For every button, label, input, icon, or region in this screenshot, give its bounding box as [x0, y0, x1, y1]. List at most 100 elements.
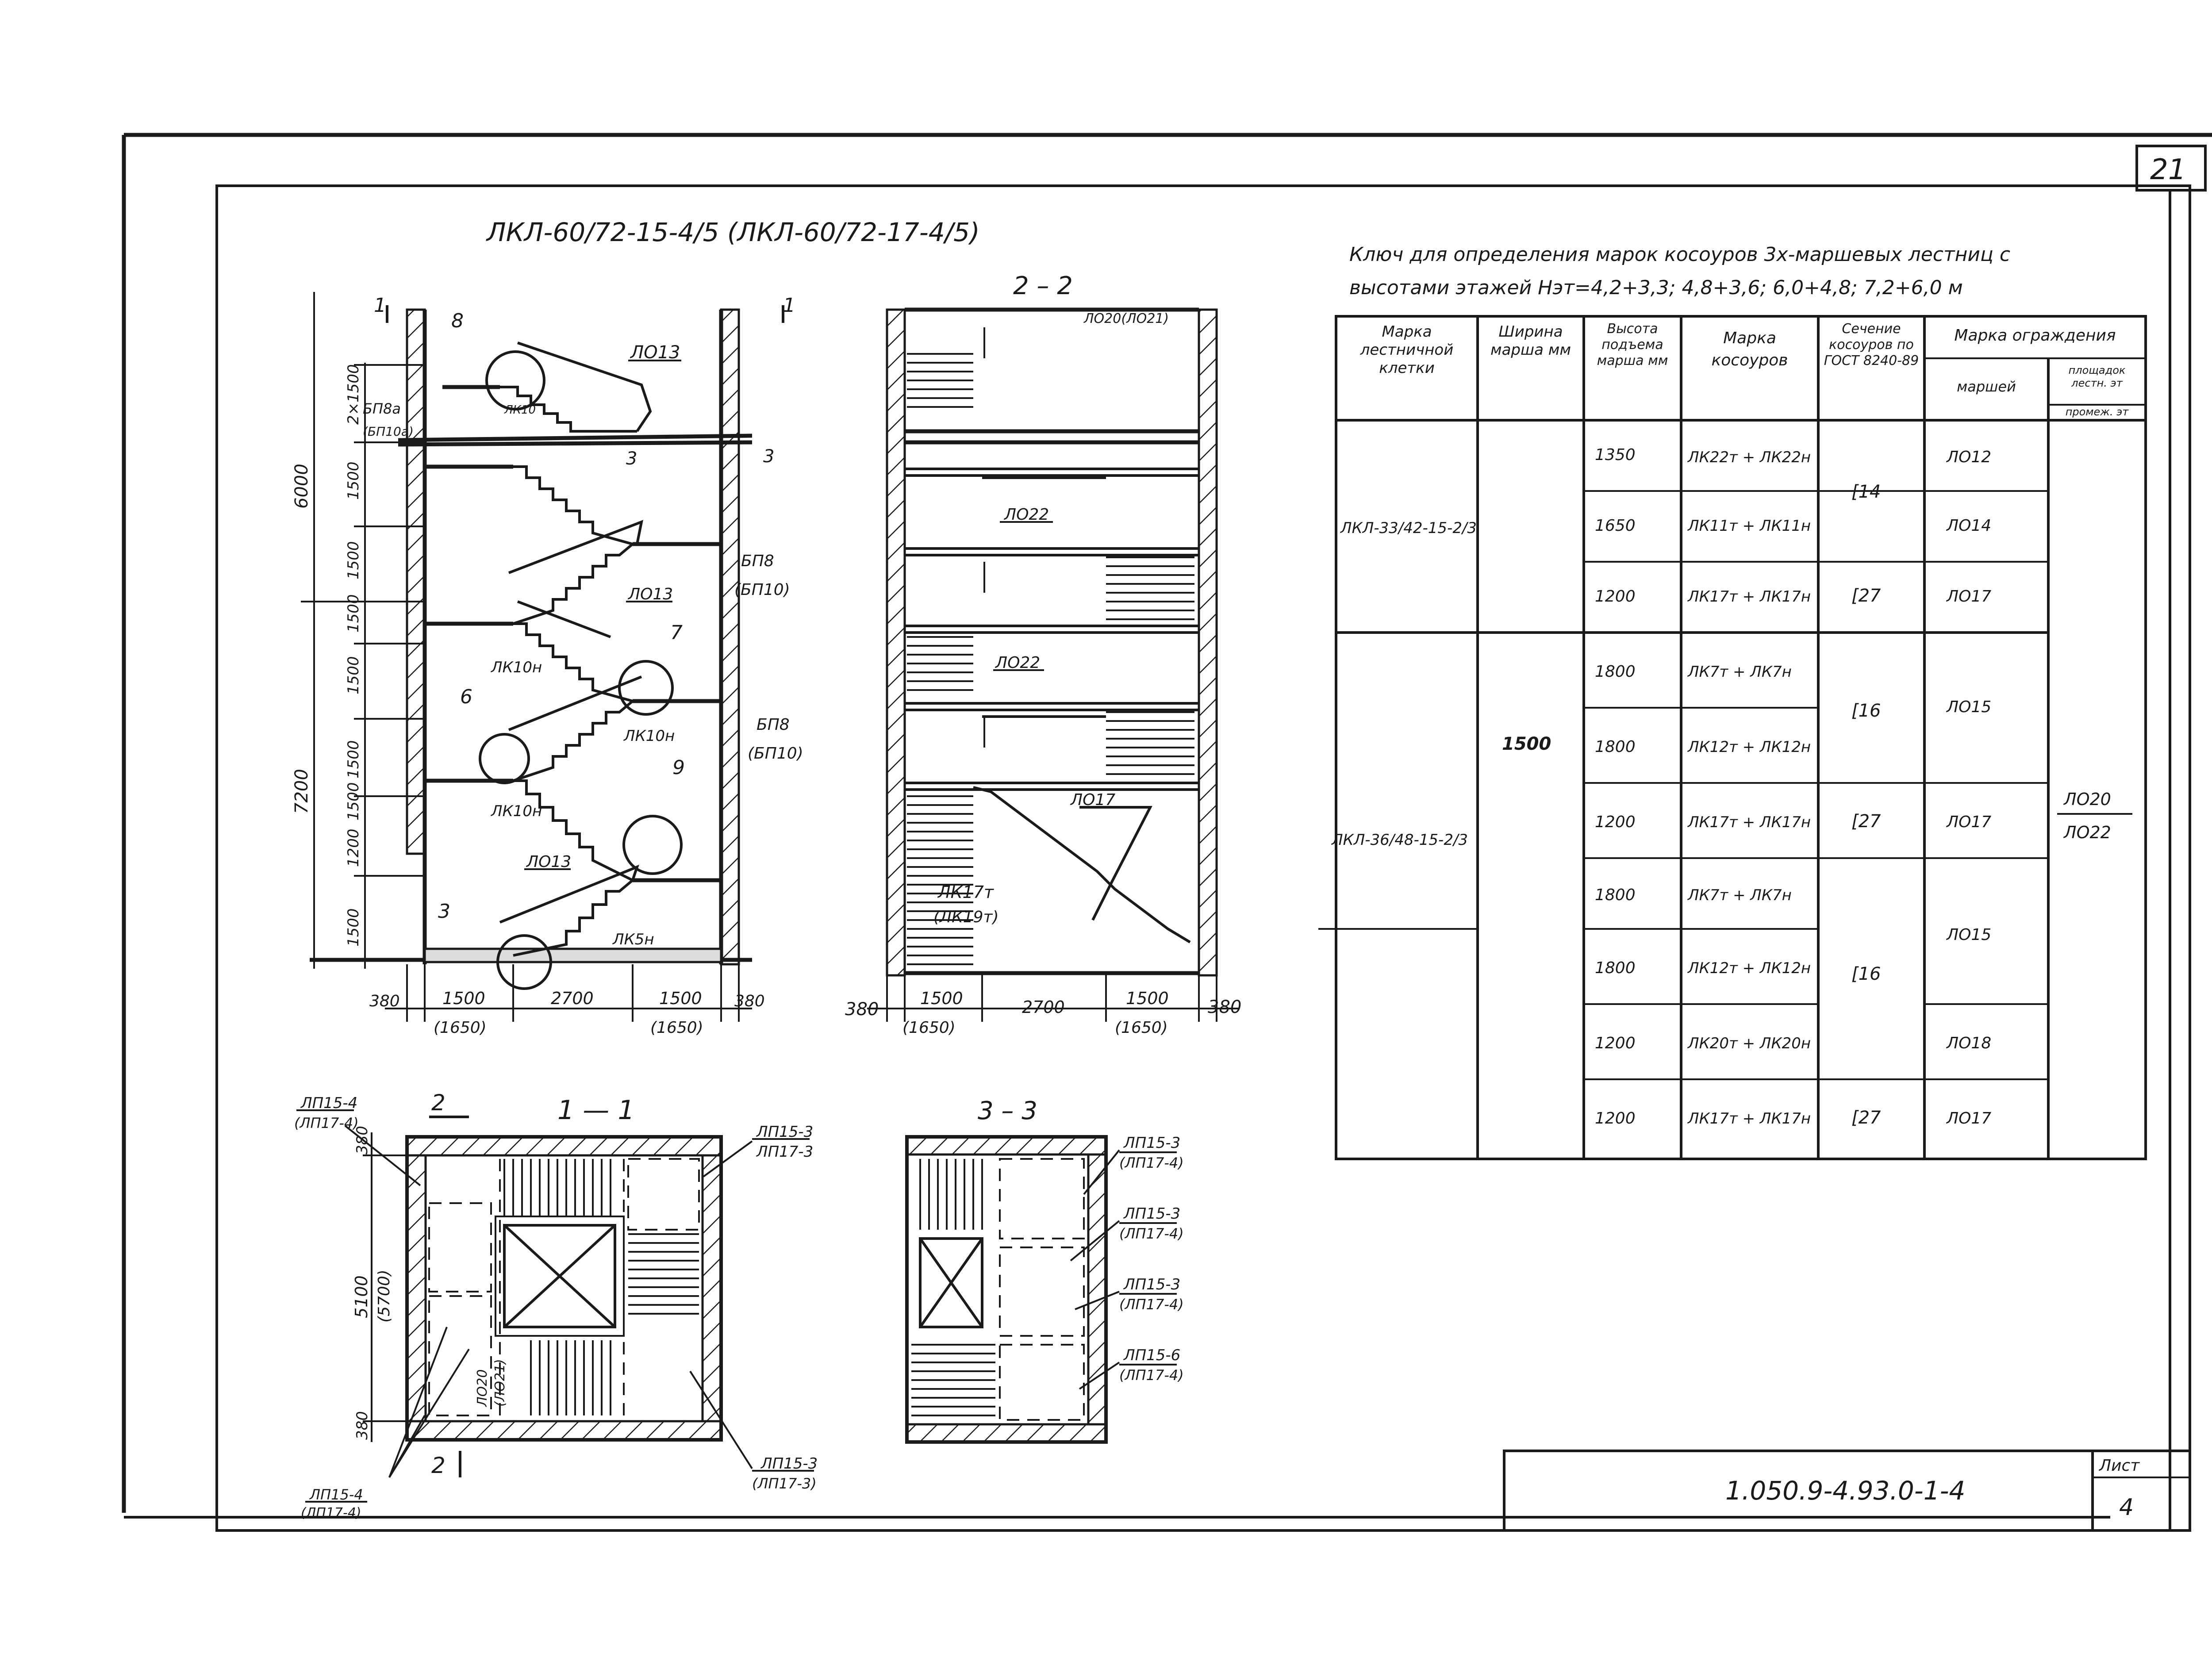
svg-text:ЛК12т + ЛК12н: ЛК12т + ЛК12н — [1687, 738, 1811, 756]
svg-text:380: 380 — [734, 992, 765, 1010]
svg-text:ЛК10н: ЛК10н — [490, 802, 542, 820]
svg-text:ЛП15-3: ЛП15-3 — [760, 1455, 818, 1473]
header-col6: маршей — [1957, 378, 2016, 395]
svg-text:ЛК10н: ЛК10н — [490, 659, 542, 676]
table-title-line2: высотами этажей Нэт=4,2+3,3; 4,8+3,6; 6,… — [1349, 276, 1963, 299]
svg-text:2700: 2700 — [1022, 997, 1065, 1017]
svg-text:1800: 1800 — [1595, 886, 1636, 904]
svg-text:1500: 1500 — [920, 989, 963, 1008]
svg-text:1500: 1500 — [1126, 989, 1169, 1008]
cell-mark-2: ЛКЛ-36/48-15-2/3 — [1331, 831, 1468, 849]
svg-text:380: 380 — [353, 1126, 371, 1154]
detail-circles — [479, 350, 683, 990]
svg-text:1500: 1500 — [345, 594, 362, 633]
plan-1-1: 1 — 1 2 — [294, 1090, 818, 1521]
svg-text:БП8: БП8 — [757, 716, 790, 734]
svg-text:1 — 1: 1 — 1 — [557, 1095, 635, 1126]
svg-text:ЛП15-3: ЛП15-3 — [1123, 1134, 1180, 1152]
svg-text:ЛК11т + ЛК11н: ЛК11т + ЛК11н — [1687, 517, 1811, 535]
title-block — [1503, 1450, 2191, 1532]
svg-text:(ЛП17-4): (ЛП17-4) — [1119, 1154, 1184, 1171]
svg-text:1650: 1650 — [1595, 517, 1636, 535]
svg-text:380: 380 — [353, 1411, 371, 1440]
header-group: Марка ограждения — [1954, 326, 2116, 345]
svg-text:ЛП15-6: ЛП15-6 — [1123, 1346, 1180, 1364]
key-table: Ключ для определения марок косоуров 3х-м… — [1318, 243, 2147, 1160]
svg-text:ЛО13: ЛО13 — [627, 585, 673, 603]
doc-code: 1.050.9-4.93.0-1-4 — [1725, 1476, 1965, 1506]
svg-text:3: 3 — [626, 449, 637, 469]
table-row-8: 1800 ЛК12т + ЛК12н — [1595, 959, 1811, 977]
section-cell-3: [16 — [1851, 701, 1881, 721]
svg-text:2: 2 — [431, 1453, 445, 1478]
header-col3: Высота подъема марша мм — [1597, 321, 1668, 368]
svg-text:8: 8 — [451, 310, 464, 332]
section-2-2: 2 – 2 — [845, 272, 1241, 1037]
svg-text:1200: 1200 — [1595, 813, 1636, 831]
svg-text:(ЛО21): (ЛО21) — [492, 1359, 508, 1407]
svg-text:(ЛП17-4): (ЛП17-4) — [1119, 1296, 1184, 1313]
section-cell-4: [27 — [1851, 811, 1881, 832]
svg-text:ЛК10: ЛК10 — [504, 403, 536, 417]
svg-text:1500: 1500 — [345, 740, 362, 779]
svg-text:1200: 1200 — [345, 828, 362, 867]
svg-text:1500: 1500 — [659, 989, 702, 1008]
svg-text:1500: 1500 — [345, 908, 362, 947]
fence-landing-1: ЛО20 — [2063, 790, 2111, 809]
section-cell-1: [14 — [1851, 482, 1881, 502]
svg-text:1500: 1500 — [442, 989, 485, 1008]
svg-text:7: 7 — [670, 621, 683, 644]
table-row-10: 1200 ЛК17т + ЛК17н ЛО17 — [1595, 1109, 1991, 1128]
table-title-line1: Ключ для определения марок косоуров 3х-м… — [1349, 243, 2010, 266]
vertical-dims — [301, 292, 425, 969]
svg-text:2×1500: 2×1500 — [345, 364, 362, 425]
svg-text:7200: 7200 — [292, 769, 312, 814]
svg-text:(ЛП17-4): (ЛП17-4) — [294, 1115, 359, 1131]
svg-text:(1650): (1650) — [434, 1019, 487, 1037]
table-row-2: 1650 ЛК11т + ЛК11н ЛО14 — [1595, 517, 1991, 535]
landings — [425, 385, 721, 882]
list-label: Лист — [2098, 1457, 2140, 1475]
svg-text:ЛК5н: ЛК5н — [612, 931, 654, 948]
svg-text:ЛО18: ЛО18 — [1946, 1034, 1991, 1052]
svg-text:ЛП15-4: ЛП15-4 — [300, 1094, 357, 1112]
svg-text:1500: 1500 — [345, 782, 362, 821]
svg-text:ЛП15-3: ЛП15-3 — [1123, 1276, 1180, 1293]
svg-text:ЛО17: ЛО17 — [1946, 1109, 1991, 1128]
section-cell-2: [27 — [1851, 586, 1881, 606]
elevation-view: ЛКЛ-60/72-15-4/5 (ЛКЛ-60/72-17-4/5) — [292, 217, 980, 1037]
svg-text:380: 380 — [369, 992, 400, 1010]
svg-text:(1650): (1650) — [1115, 1019, 1168, 1037]
svg-text:1500: 1500 — [345, 541, 362, 579]
merged-lo-2: ЛО15 — [1946, 926, 1991, 944]
svg-text:6000: 6000 — [292, 464, 312, 509]
svg-text:ЛК7т + ЛК7н: ЛК7т + ЛК7н — [1687, 663, 1792, 681]
svg-text:ЛП15-4: ЛП15-4 — [309, 1486, 363, 1503]
svg-text:ЛК17т + ЛК17н: ЛК17т + ЛК17н — [1687, 813, 1811, 831]
svg-text:ЛО20(ЛО21): ЛО20(ЛО21) — [1083, 311, 1169, 326]
header-col7a: площадок лестн. эт — [2068, 364, 2126, 389]
svg-text:(БП10): (БП10) — [734, 581, 790, 599]
svg-text:5100: 5100 — [352, 1275, 371, 1318]
fence-landing-2: ЛО22 — [2063, 823, 2111, 842]
svg-text:ЛП15-3: ЛП15-3 — [1123, 1205, 1180, 1223]
svg-text:ЛК17т + ЛК17н: ЛК17т + ЛК17н — [1687, 1110, 1811, 1128]
sheet-frame — [122, 133, 2212, 1532]
svg-text:2 – 2: 2 – 2 — [1013, 272, 1073, 300]
stair-flights — [499, 341, 652, 957]
section-cell-6: [27 — [1851, 1108, 1881, 1128]
svg-text:380: 380 — [845, 999, 879, 1020]
svg-text:1200: 1200 — [1595, 587, 1636, 606]
svg-text:1200: 1200 — [1595, 1109, 1636, 1128]
svg-text:ЛК17т + ЛК17н: ЛК17т + ЛК17н — [1687, 588, 1811, 606]
svg-text:1200: 1200 — [1595, 1034, 1636, 1052]
svg-text:ЛО14: ЛО14 — [1946, 517, 1991, 535]
svg-text:БП8а: БП8а — [363, 400, 401, 417]
svg-text:(5700): (5700) — [375, 1269, 393, 1323]
section-cell-5: [16 — [1851, 964, 1881, 984]
svg-text:ЛО17: ЛО17 — [1946, 813, 1991, 831]
svg-text:6: 6 — [460, 686, 472, 708]
svg-text:ЛК12т + ЛК12н: ЛК12т + ЛК12н — [1687, 959, 1811, 977]
svg-text:1800: 1800 — [1595, 959, 1636, 977]
svg-text:ЛО12: ЛО12 — [1946, 448, 1991, 466]
